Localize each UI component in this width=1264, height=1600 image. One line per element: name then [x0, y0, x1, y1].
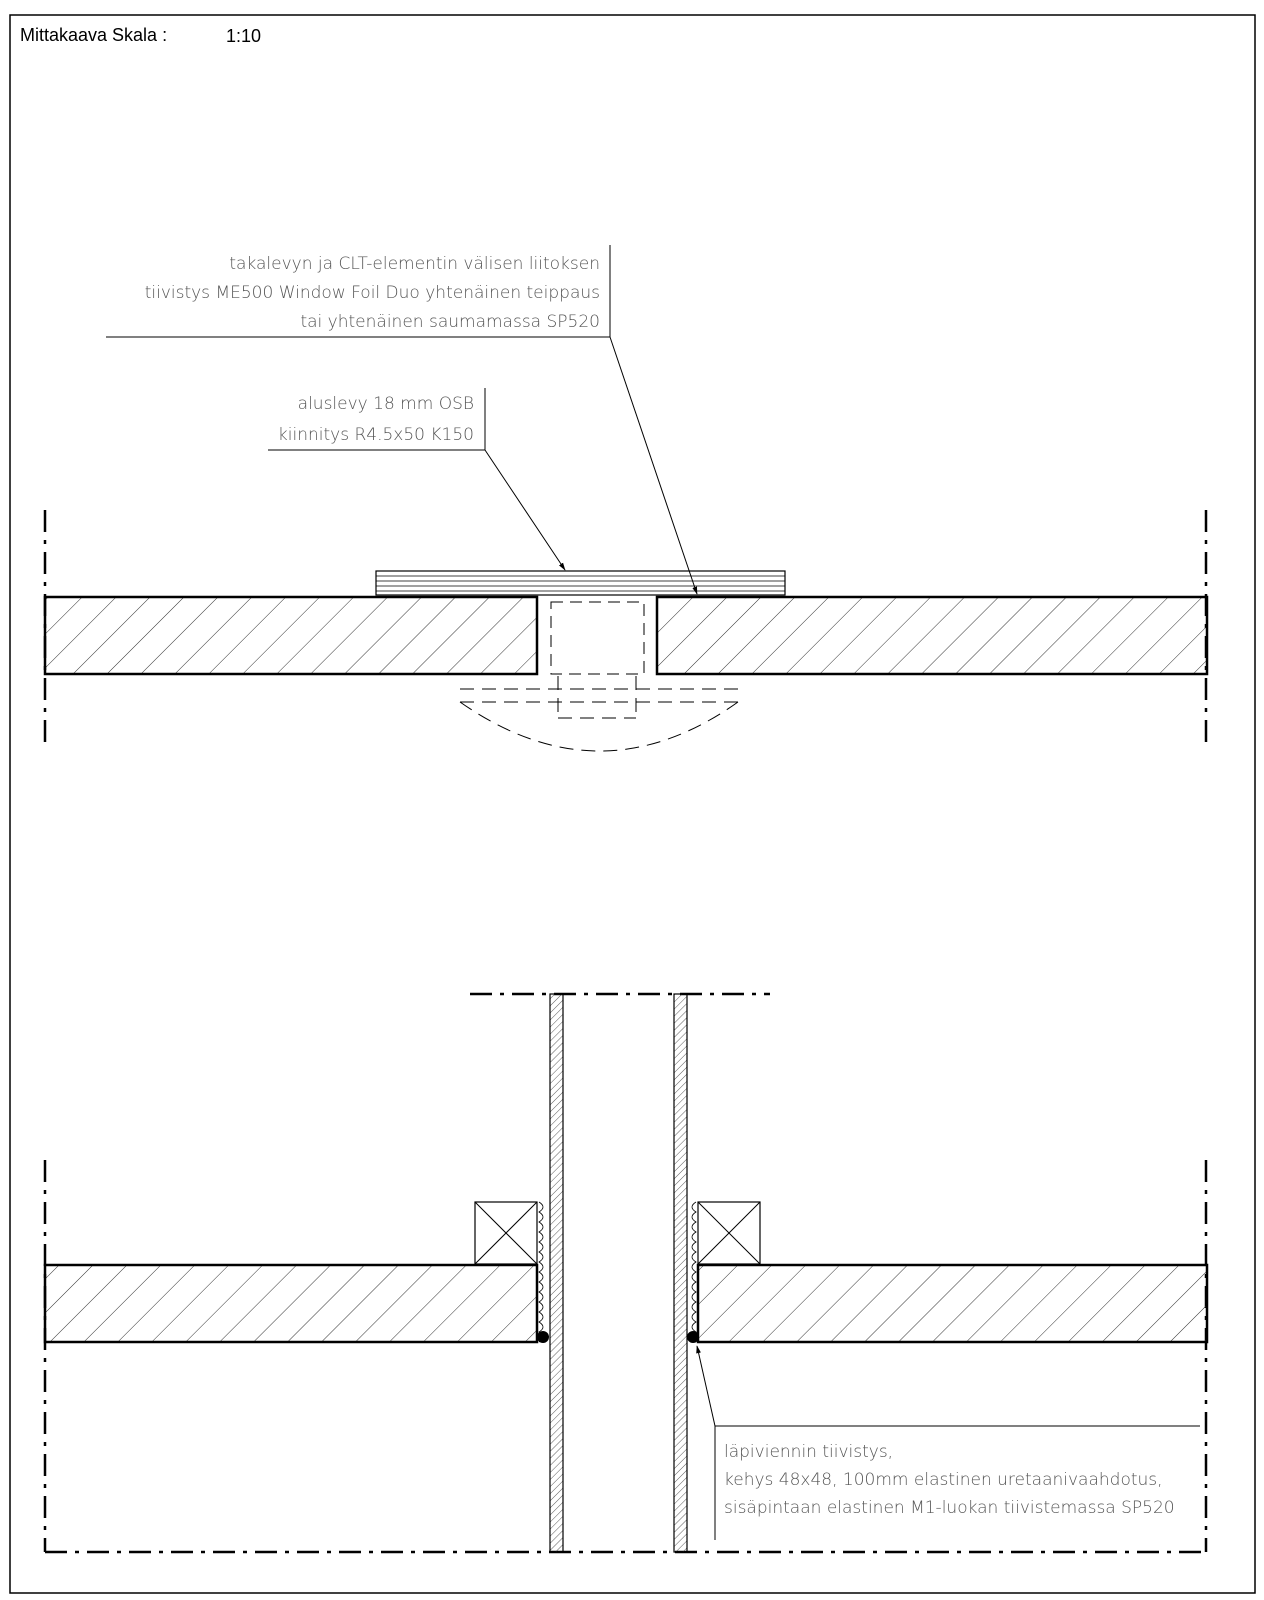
seal-note: läpiviennin tiivistys, kehys 48x48, 100m… [696, 1345, 1200, 1540]
tape-note-line-2: tiivistys ME500 Window Foil Duo yhtenäin… [145, 283, 600, 303]
osb-note: aluslevy 18 mm OSB kiinnitys R4.5x50 K15… [268, 388, 566, 571]
frame-block-right [697, 1201, 761, 1265]
scale-label: Mittakaava Skala : [20, 25, 167, 45]
sheet-border [9, 14, 1256, 1594]
tape-note-line-1: takalevyn ja CLT-elementin välisen liito… [229, 254, 600, 274]
clt-panel-right [655, 595, 1209, 676]
osb-plate [375, 570, 786, 596]
scale-value: 1:10 [226, 26, 261, 46]
pipe-wall-right [673, 993, 688, 1553]
clt-panel-left [43, 595, 539, 676]
seal-note-line-2: kehys 48x48, 100mm elastinen uretaanivaa… [724, 1470, 1163, 1490]
foam-right [691, 1201, 697, 1343]
clt-panel-right-bottom [696, 1263, 1209, 1344]
sealant-dot-left [537, 1331, 549, 1343]
sealant-dot-right [687, 1331, 699, 1343]
tape-note: takalevyn ja CLT-elementin välisen liito… [106, 245, 698, 595]
frame-block-left [474, 1201, 538, 1265]
seal-leader-arrow [696, 1345, 716, 1427]
hidden-pipe-outline [550, 601, 645, 675]
osb-leader-arrow [484, 449, 566, 571]
pipe-wall-left [549, 993, 564, 1553]
seal-note-line-3: sisäpintaan elastinen M1-luokan tiiviste… [724, 1498, 1175, 1518]
tape-leader-arrow [609, 336, 698, 595]
clt-panel-left-bottom [43, 1263, 539, 1344]
top-detail: takalevyn ja CLT-elementin välisen liito… [43, 245, 1209, 752]
tape-note-line-3: tai yhtenäinen saumamassa SP520 [300, 312, 600, 332]
hidden-lower-parts [459, 676, 739, 752]
osb-note-line-2: kiinnitys R4.5x50 K150 [278, 425, 474, 445]
foam-left [538, 1201, 544, 1343]
osb-note-line-1: aluslevy 18 mm OSB [298, 394, 474, 414]
seal-note-line-1: läpiviennin tiivistys, [724, 1442, 893, 1462]
bottom-detail: läpiviennin tiivistys, kehys 48x48, 100m… [43, 992, 1209, 1554]
